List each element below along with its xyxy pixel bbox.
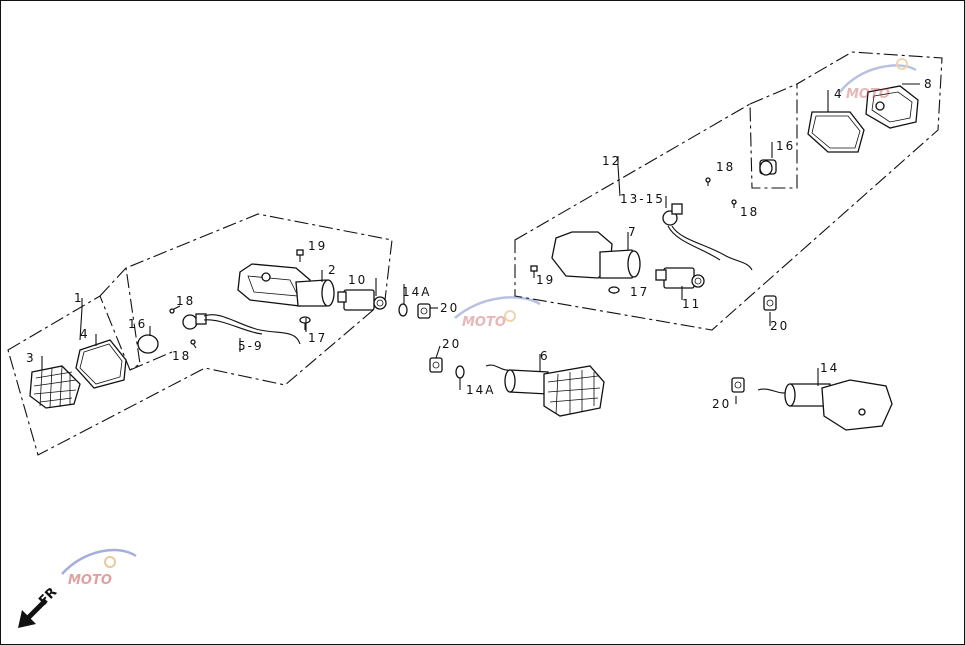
label-11: 11 xyxy=(682,297,701,311)
leader-lines xyxy=(41,83,920,404)
label-20-right-a: 20 xyxy=(770,319,789,333)
label-7: 7 xyxy=(628,225,638,239)
wiring-part-5-9 xyxy=(182,313,301,345)
label-3: 3 xyxy=(26,351,36,365)
housing-part-7 xyxy=(551,231,641,279)
label-6: 6 xyxy=(540,349,550,363)
label-18-right-b: 18 xyxy=(740,205,759,219)
screw-part-18-right-b xyxy=(731,199,737,208)
moto-watermark-logo: MOTO xyxy=(454,296,541,330)
bulb-part-16-right xyxy=(759,159,777,176)
label-8: 8 xyxy=(924,77,934,91)
nut-part-20-right-b xyxy=(731,377,745,393)
svg-text:MOTO: MOTO xyxy=(846,87,890,102)
gasket-part-4-right xyxy=(807,111,865,153)
socket-part-10 xyxy=(337,289,387,311)
label-4-left: 4 xyxy=(80,327,90,341)
label-19-left: 19 xyxy=(308,239,327,253)
svg-text:MOTO: MOTO xyxy=(462,315,506,330)
label-10: 10 xyxy=(348,273,367,287)
svg-text:MOTO: MOTO xyxy=(68,573,112,588)
wiring-part-13-15 xyxy=(662,203,753,271)
label-17-right: 17 xyxy=(630,285,649,299)
socket-part-11 xyxy=(655,267,705,289)
label-2: 2 xyxy=(328,263,338,277)
screw-part-18-left-b xyxy=(190,339,197,349)
bulb-part-16-left xyxy=(137,334,159,354)
label-20-left: 20 xyxy=(440,301,459,315)
nut-part-20-right-a xyxy=(763,295,777,311)
label-14a-mid: 14A xyxy=(466,383,495,397)
screw-part-17-right xyxy=(608,286,620,294)
label-5-9: 5-9 xyxy=(238,339,264,353)
label-20-mid: 20 xyxy=(442,337,461,351)
label-12: 12 xyxy=(602,154,621,168)
label-16-right: 16 xyxy=(776,139,795,153)
label-14: 14 xyxy=(820,361,839,375)
moto-watermark-logo: MOTO xyxy=(61,548,137,588)
label-18-left-a: 18 xyxy=(176,294,195,308)
turn-signal-part-6 xyxy=(485,364,605,417)
screw-part-18-left-a xyxy=(169,305,181,314)
lens-part-3 xyxy=(29,365,81,409)
front-direction-arrow-icon: FR xyxy=(18,585,60,628)
moto-watermark-logo: MOTO xyxy=(839,58,917,102)
turn-signal-part-14 xyxy=(757,379,893,431)
nut-part-20-left xyxy=(417,303,431,319)
group-outline-right xyxy=(514,51,943,331)
label-18-right-a: 18 xyxy=(716,160,735,174)
label-13-15: 13-15 xyxy=(620,192,665,206)
label-18-left-b: 18 xyxy=(172,349,191,363)
housing-part-2 xyxy=(237,263,335,307)
washer-part-14a-left xyxy=(398,303,408,317)
label-20-right-b: 20 xyxy=(712,397,731,411)
label-1: 1 xyxy=(74,291,84,305)
lens-part-8 xyxy=(865,85,919,129)
screw-part-17-left xyxy=(299,316,311,330)
label-4-right: 4 xyxy=(834,87,844,101)
nut-part-20-mid xyxy=(429,357,443,373)
group-outline-left xyxy=(7,213,393,456)
screw-part-19-right xyxy=(530,265,538,278)
label-16-left: 16 xyxy=(128,317,147,331)
label-17-left: 17 xyxy=(308,331,327,345)
screw-part-19-left xyxy=(296,249,304,262)
washer-part-14a-mid xyxy=(455,365,465,379)
label-19-right: 19 xyxy=(536,273,555,287)
gasket-part-4-left xyxy=(75,339,127,389)
label-14a-left: 14A xyxy=(402,285,431,299)
screw-part-18-right-a xyxy=(705,177,711,186)
